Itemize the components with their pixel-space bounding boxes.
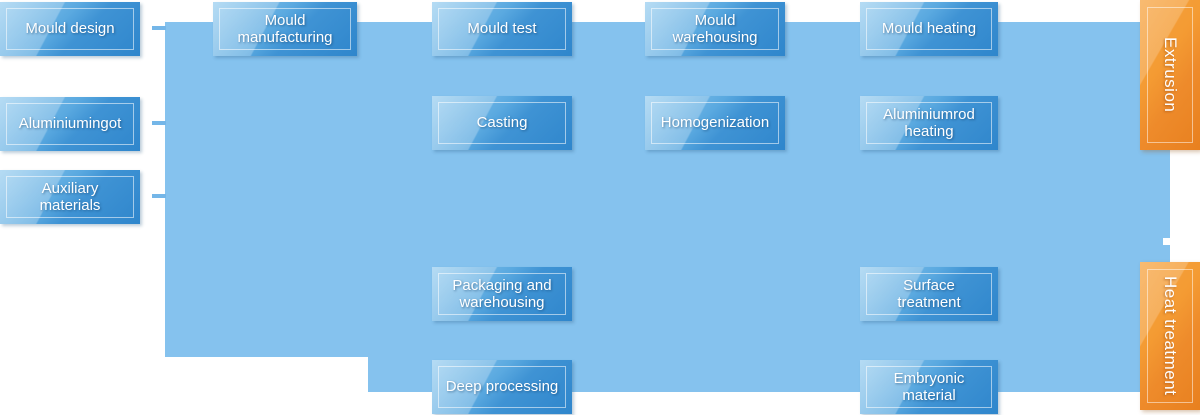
input-node[interactable]: Aluminiumingot bbox=[0, 97, 140, 151]
process-node-label: Homogenization bbox=[660, 114, 770, 132]
process-node[interactable]: Aluminiumrod heating bbox=[860, 96, 998, 150]
process-node[interactable]: Surface treatment bbox=[860, 267, 998, 321]
input-node[interactable]: Auxiliary materials bbox=[0, 170, 140, 224]
process-node-label: Surface treatment bbox=[897, 276, 961, 311]
process-node-label: Mould heating bbox=[881, 20, 977, 38]
input-node[interactable]: Mould design bbox=[0, 2, 140, 56]
process-node-label: Mould manufacturing bbox=[237, 11, 333, 46]
connector-auxiliary-materials bbox=[152, 194, 166, 198]
process-node[interactable]: Casting bbox=[432, 96, 572, 150]
phase-bar[interactable]: Heat treatment bbox=[1140, 262, 1200, 410]
process-node[interactable]: Homogenization bbox=[645, 96, 785, 150]
input-node-label: Auxiliary materials bbox=[39, 179, 101, 214]
panel-edge-notch bbox=[1163, 238, 1171, 245]
process-node[interactable]: Mould manufacturing bbox=[213, 2, 357, 56]
process-node-label: Packaging and warehousing bbox=[452, 276, 552, 311]
process-node[interactable]: Mould warehousing bbox=[645, 2, 785, 56]
process-node-label: Aluminiumrod heating bbox=[883, 105, 975, 140]
process-node[interactable]: Deep processing bbox=[432, 360, 572, 414]
phase-bar-label: Heat treatment bbox=[1161, 276, 1180, 396]
process-node-label: Embryonic material bbox=[893, 369, 965, 404]
connector-aluminiumingot bbox=[152, 121, 166, 125]
process-backdrop-panel-upper bbox=[165, 22, 1170, 357]
input-node-label: Mould design bbox=[25, 20, 115, 38]
input-node-label: Aluminiumingot bbox=[18, 115, 122, 133]
process-node[interactable]: Embryonic material bbox=[860, 360, 998, 414]
process-node-label: Casting bbox=[476, 114, 528, 132]
process-node[interactable]: Mould heating bbox=[860, 2, 998, 56]
process-node[interactable]: Mould test bbox=[432, 2, 572, 56]
process-node[interactable]: Packaging and warehousing bbox=[432, 267, 572, 321]
process-node-label: Mould test bbox=[467, 20, 537, 38]
process-node-label: Deep processing bbox=[445, 378, 559, 396]
phase-bar-label: Extrusion bbox=[1161, 37, 1180, 113]
connector-mould-design bbox=[152, 26, 166, 30]
phase-bar[interactable]: Extrusion bbox=[1140, 0, 1200, 150]
process-node-label: Mould warehousing bbox=[672, 11, 758, 46]
